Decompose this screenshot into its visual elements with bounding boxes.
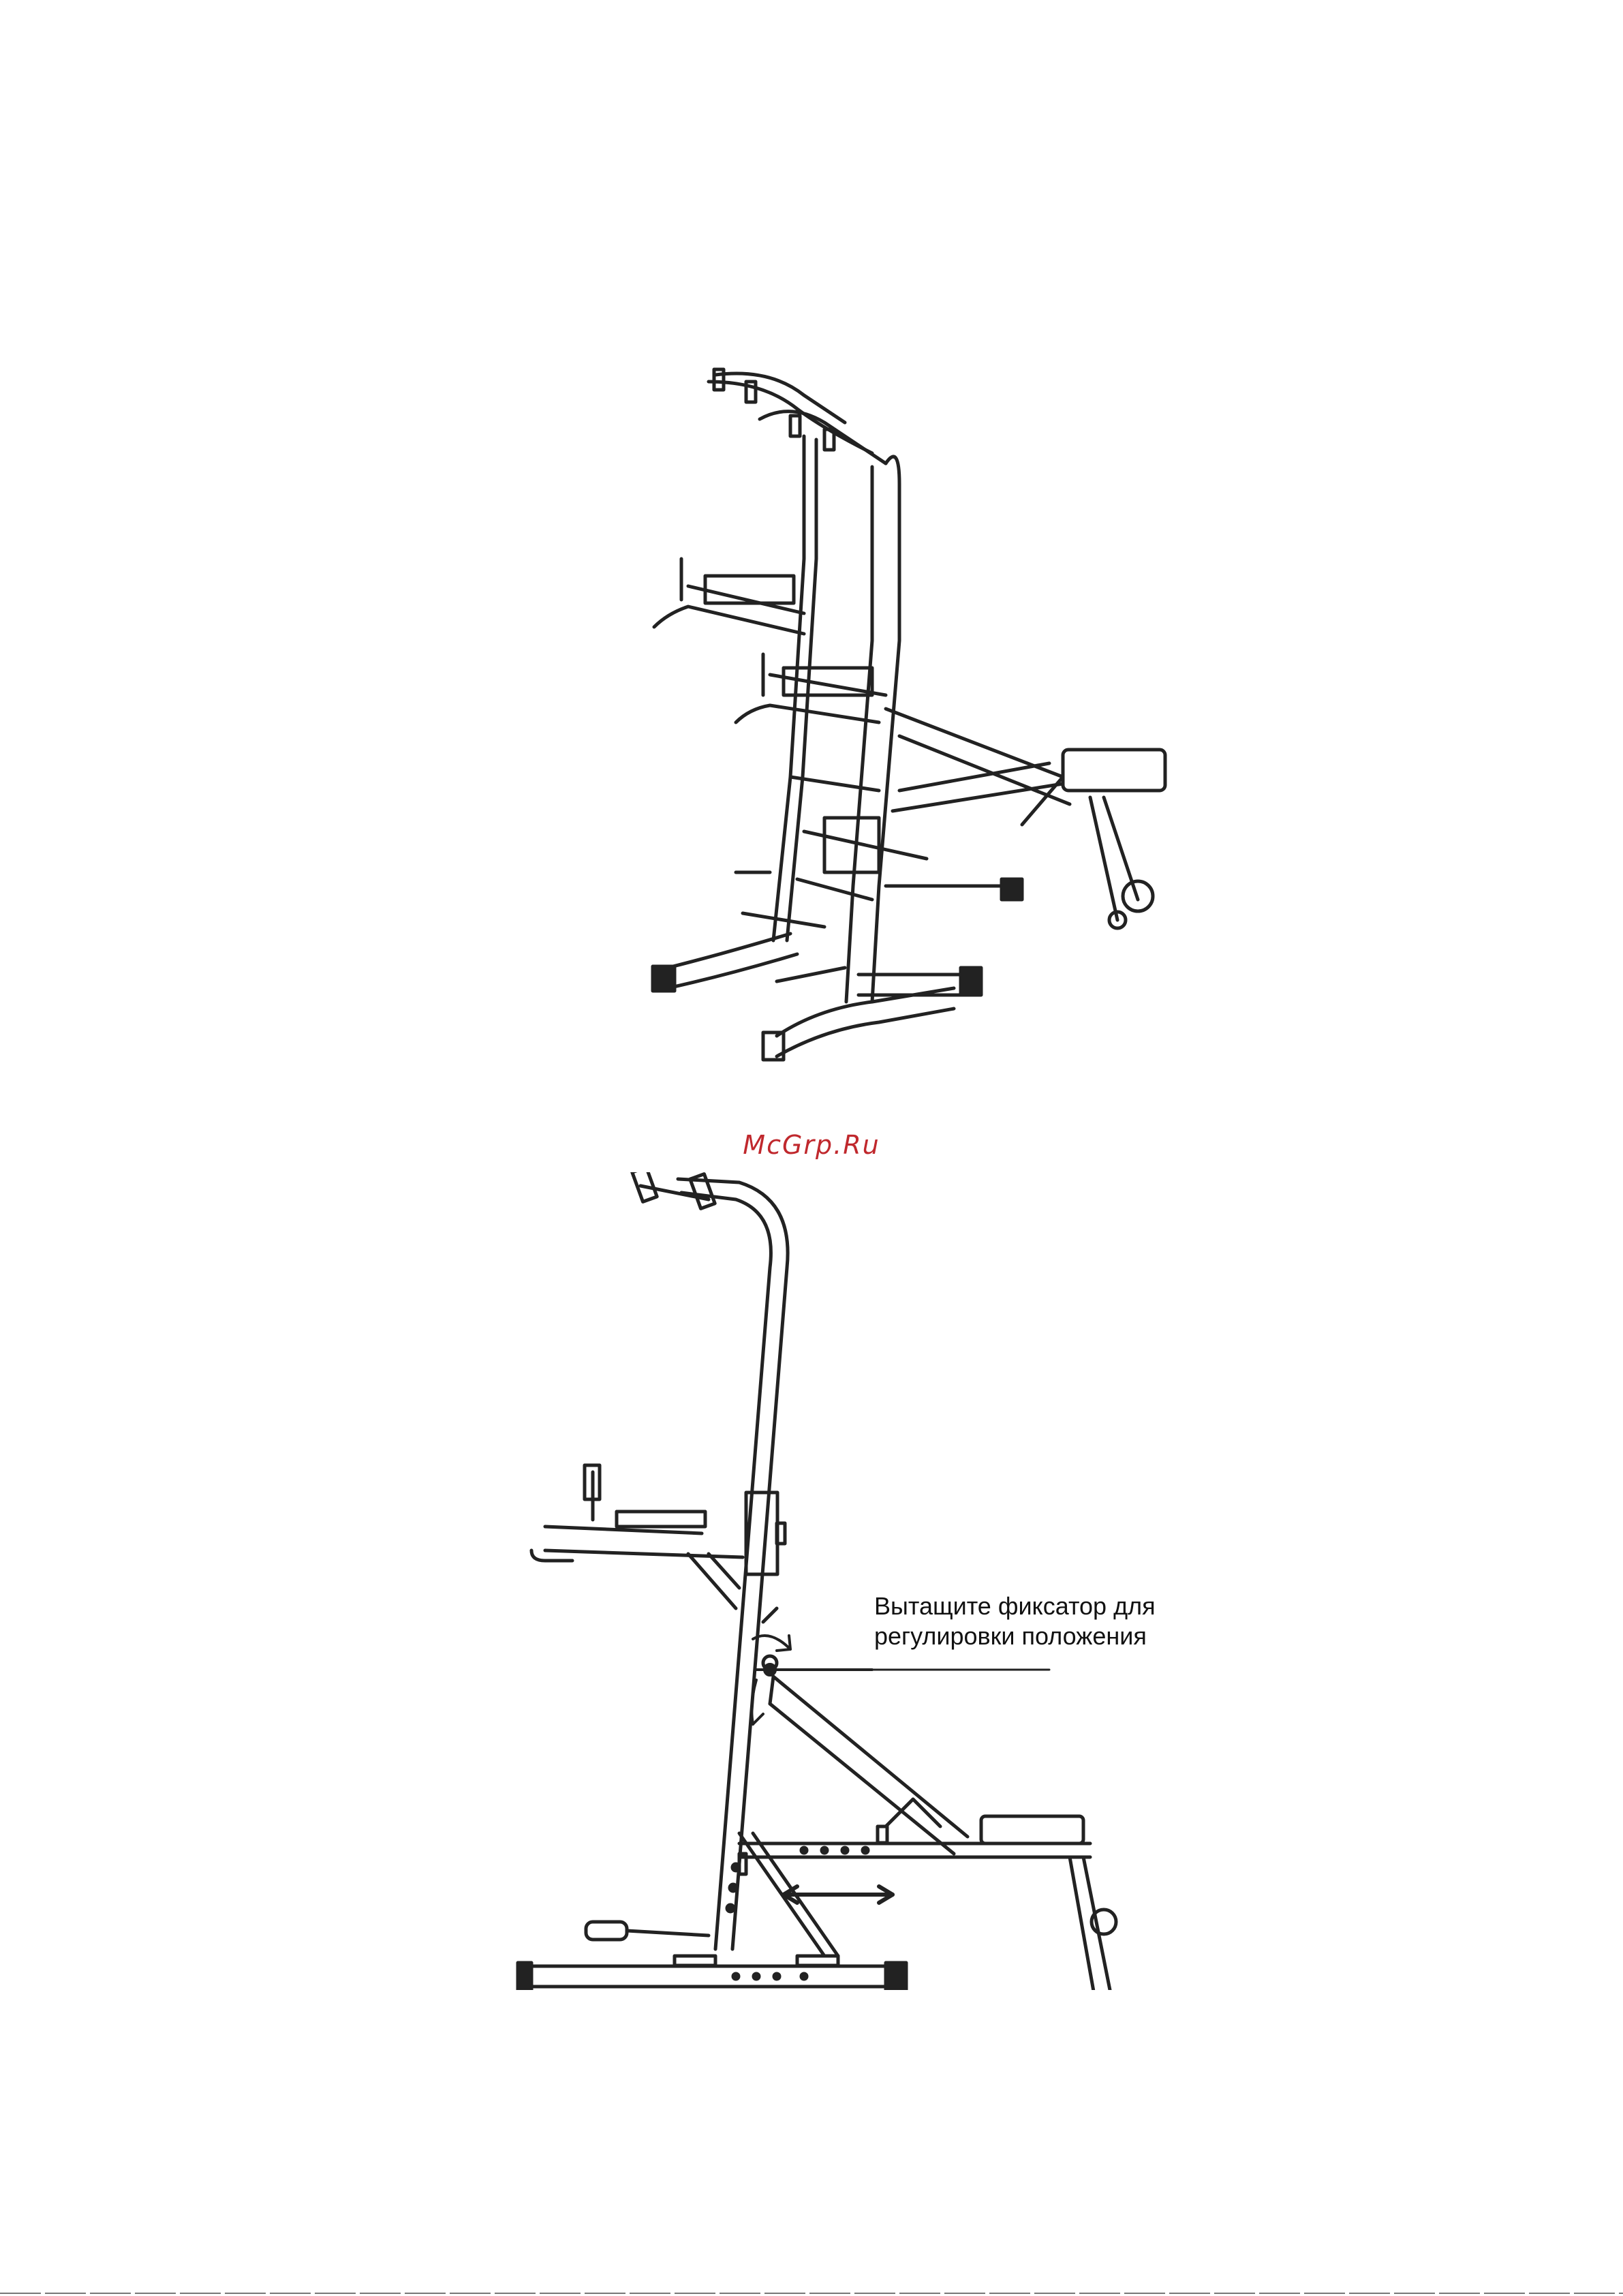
watermark: McGrp.Ru (0, 1130, 1623, 1160)
callout-line-1: Вытащите фиксатор для (874, 1591, 1188, 1621)
power-tower-perspective-icon (600, 354, 1172, 1070)
adjustment-callout: Вытащите фиксатор для регулировки положе… (874, 1591, 1188, 1651)
callout-line-2: регулировки положения (874, 1621, 1188, 1651)
bottom-rule (0, 2293, 1623, 2294)
